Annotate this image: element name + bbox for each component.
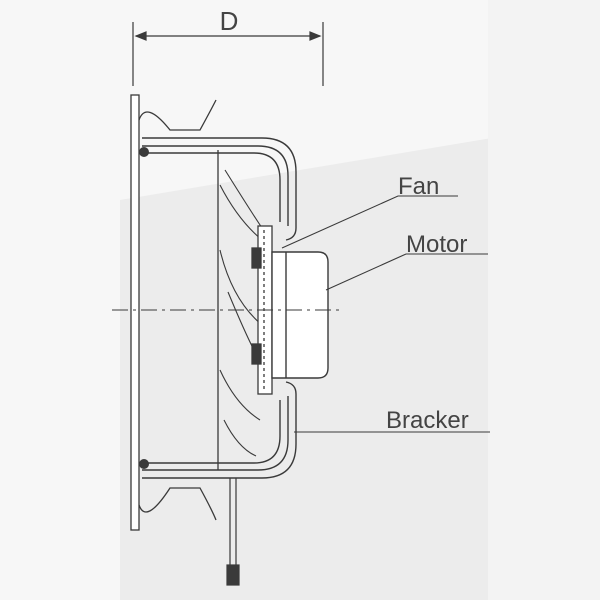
bracket-arm-bottom <box>142 381 297 479</box>
flange-lip-top <box>138 99 217 131</box>
leader-fan <box>281 195 458 249</box>
motor-cable <box>226 478 240 586</box>
label-fan: Fan <box>398 173 439 200</box>
mounting-flange <box>130 94 217 531</box>
dimension-arrow-left <box>134 31 147 41</box>
flange-plate <box>130 94 140 531</box>
background-band <box>488 0 600 600</box>
dimension-d <box>132 22 324 86</box>
label-bracket: Bracker <box>386 407 469 434</box>
bracket-joint-top <box>139 147 149 157</box>
bracket-joint-bottom <box>139 459 149 469</box>
dimension-arrow-right <box>309 31 322 41</box>
leader-lines <box>281 195 490 433</box>
dimension-label: D <box>220 6 239 36</box>
background-shading <box>120 120 600 600</box>
leader-motor <box>325 253 488 291</box>
motor-body <box>271 251 329 379</box>
bracket-arm-top <box>142 137 297 241</box>
label-motor: Motor <box>406 231 467 258</box>
flange-lip-bottom <box>138 487 217 521</box>
